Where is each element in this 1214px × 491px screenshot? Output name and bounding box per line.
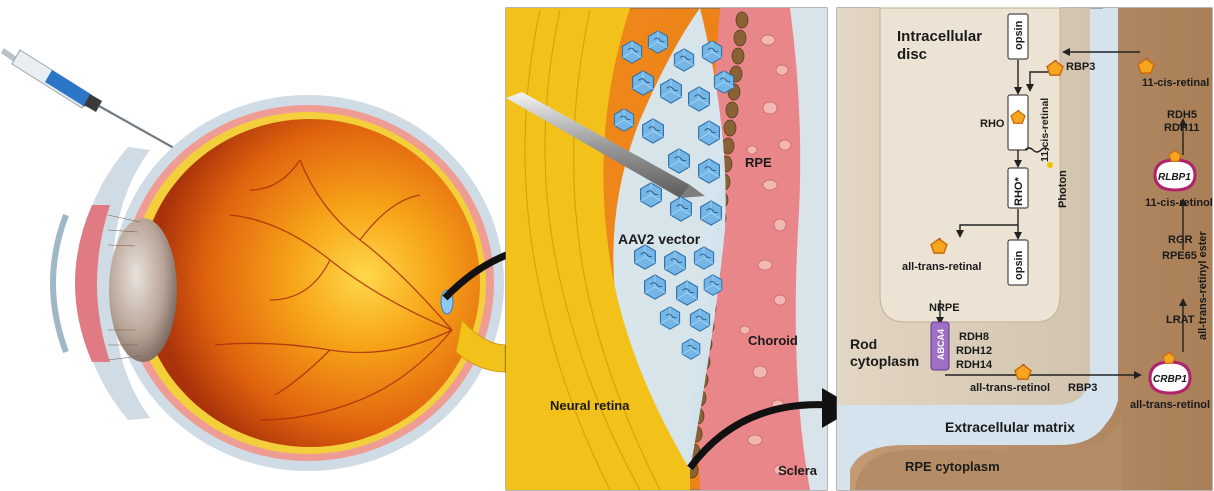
rdh12-label: RDH12 <box>956 345 992 357</box>
opsin-top-label: opsin <box>1013 20 1025 50</box>
eleven-cis-retinal-right-label: 11-cis-retinal <box>1142 77 1209 89</box>
opsin-bottom-label: opsin <box>1013 250 1025 280</box>
all-trans-retinyl-ester-label: all-trans-retinyl ester <box>1197 230 1209 340</box>
eye-vitreous <box>140 119 480 447</box>
rdh11-label: RDH11 <box>1164 122 1199 134</box>
eleven-cis-retinal-vertical-label: 11-cis-retinal <box>1039 98 1051 162</box>
rpe65-label: RPE65 <box>1162 250 1197 262</box>
rgr-label: RGR <box>1168 234 1193 246</box>
abca4-label: ABCA4 <box>936 329 946 360</box>
aav2-vector-label: AAV2 vector <box>618 231 701 247</box>
sclera-label: Sclera <box>778 463 818 478</box>
photon-icon <box>1047 162 1053 168</box>
rho-label: RHO <box>980 118 1005 130</box>
photon-label: Photon <box>1057 170 1069 208</box>
all-trans-retinal-label: all-trans-retinal <box>902 261 981 273</box>
lrat-label: LRAT <box>1166 314 1195 326</box>
rod-cytoplasm-label-1: Rod <box>850 336 877 352</box>
rpe-label: RPE <box>745 155 772 170</box>
rdh8-label: RDH8 <box>959 331 989 343</box>
nrpe-label: NRPE <box>929 302 960 314</box>
extracellular-matrix-label: Extracellular matrix <box>945 419 1075 435</box>
rbp3-top-label: RBP3 <box>1066 61 1095 73</box>
rlbp1-label: RLBP1 <box>1158 172 1191 183</box>
rdh5-label: RDH5 <box>1167 109 1197 121</box>
crbp1-label: CRBP1 <box>1153 374 1187 385</box>
eye-cornea <box>53 215 66 352</box>
intracellular-disc-label-1: Intracellular <box>897 28 982 45</box>
eye-lens <box>109 218 177 362</box>
neural-retina-label: Neural retina <box>550 398 630 413</box>
all-trans-retinol-right-label: all-trans-retinol <box>1130 399 1210 411</box>
all-trans-retinol-left-label: all-trans-retinol <box>970 382 1050 394</box>
retina-panel: RPE AAV2 vector Choroid Neural retina Sc… <box>506 8 827 490</box>
eye-panel <box>1 48 505 471</box>
visual-cycle-panel: opsin RHO RHO* opsin 11-cis-retinal Phot… <box>837 8 1213 490</box>
rod-cytoplasm-label-2: cytoplasm <box>850 353 919 369</box>
intracellular-disc-label-2: disc <box>897 46 927 63</box>
rdh14-label: RDH14 <box>956 359 993 371</box>
choroid-label: Choroid <box>748 333 798 348</box>
rpe-cytoplasm-label: RPE cytoplasm <box>905 459 1000 474</box>
rbp3-bottom-label: RBP3 <box>1068 382 1097 394</box>
rho-star-label: RHO* <box>1013 177 1025 206</box>
eleven-cis-retinol-label: 11-cis-retinol <box>1145 197 1213 209</box>
